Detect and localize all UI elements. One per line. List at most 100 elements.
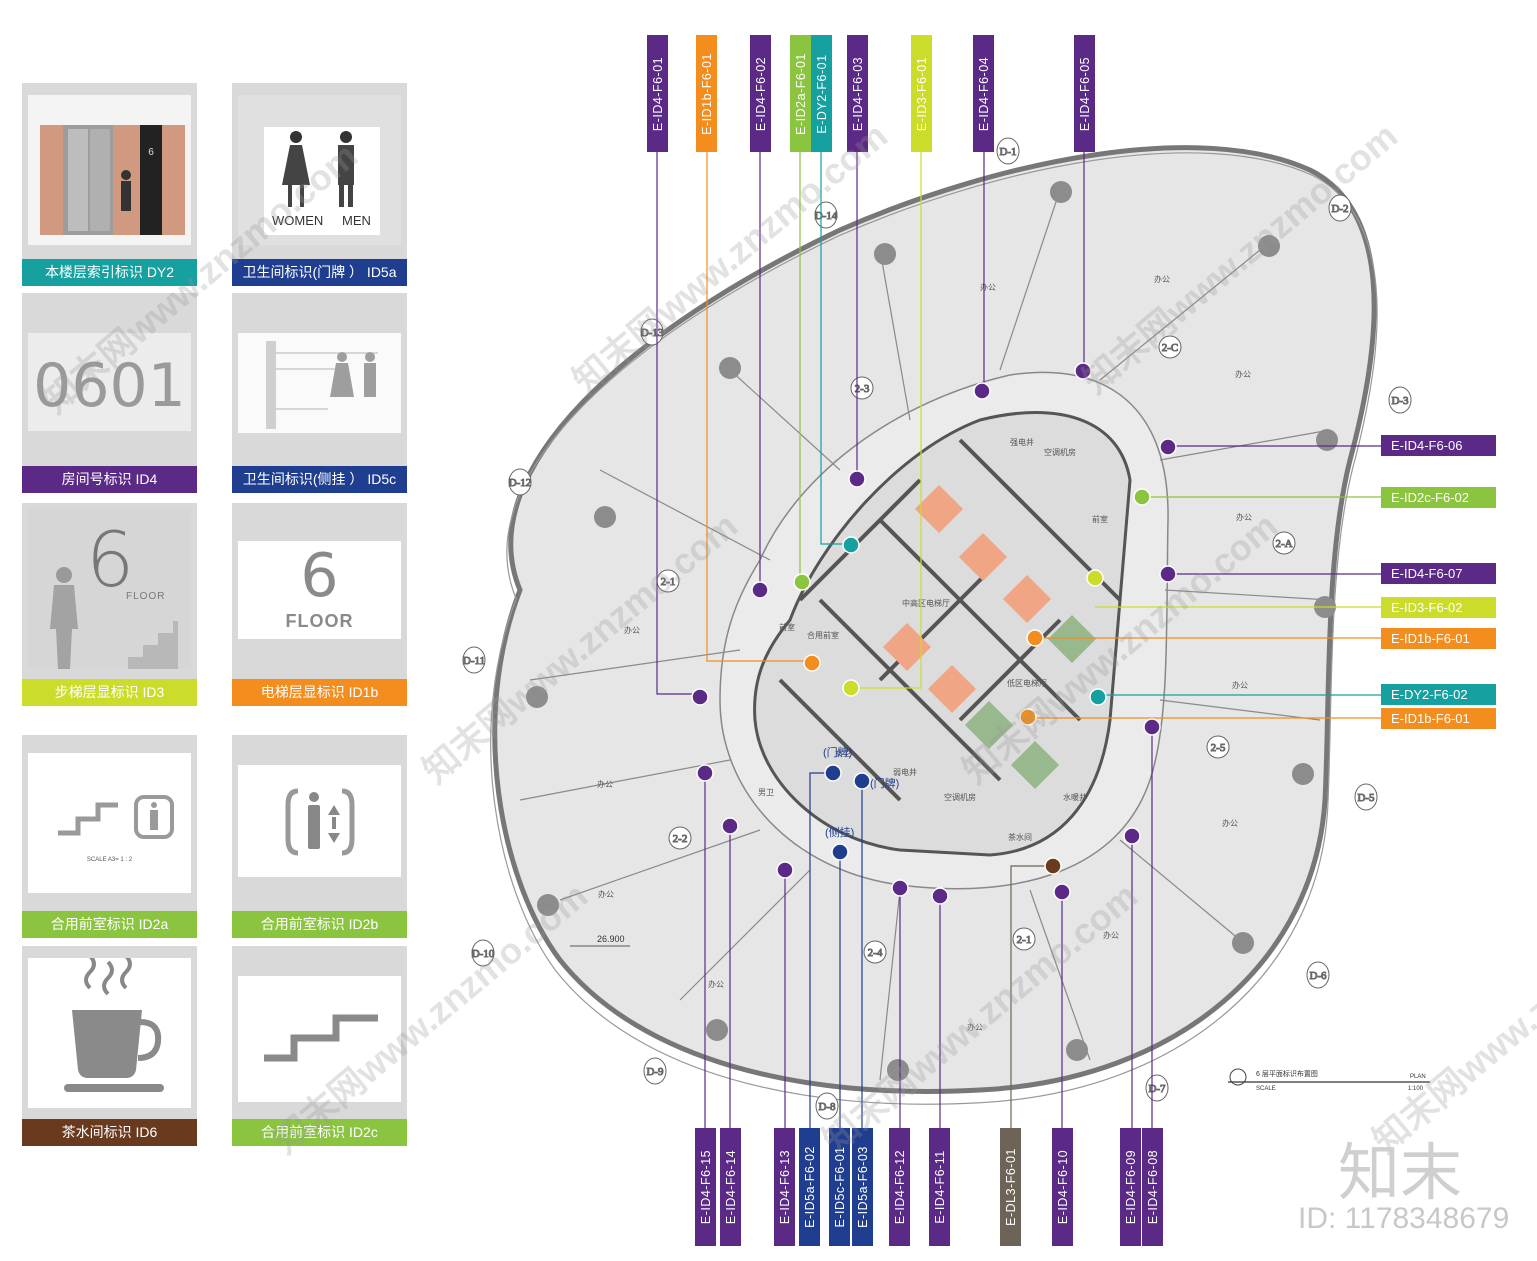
top-tag[interactable]: E-ID4-F6-04 bbox=[973, 35, 994, 152]
top-tag[interactable]: E-ID1b-F6-01 bbox=[696, 35, 717, 152]
legend-card-id4: 0601 房间号标识 ID4 bbox=[22, 293, 197, 493]
room-label: 办公 bbox=[624, 625, 640, 635]
bottom-tag[interactable]: E-ID4-F6-08 bbox=[1142, 1128, 1163, 1246]
bottom-tag[interactable]: E-ID4-F6-15 bbox=[695, 1128, 716, 1246]
room-label: 男卫 bbox=[758, 788, 774, 797]
grid-label: D-8 bbox=[818, 1101, 836, 1113]
grid-label: 2-A bbox=[1275, 538, 1292, 550]
svg-text:6: 6 bbox=[148, 147, 154, 158]
top-tag[interactable]: E-ID3-F6-01 bbox=[911, 35, 932, 152]
bottom-tag[interactable]: E-ID4-F6-11 bbox=[929, 1128, 950, 1246]
floor-directory-icon: 6 bbox=[28, 95, 191, 245]
room-label: 前室 bbox=[779, 622, 795, 632]
elevator-floor-icon: 6 FLOOR bbox=[238, 541, 401, 639]
women-text: WOMEN bbox=[272, 213, 324, 228]
room-label: 办公 bbox=[1222, 818, 1238, 828]
bottom-tag[interactable]: E-ID4-F6-12 bbox=[889, 1128, 910, 1246]
room-label: 办公 bbox=[597, 779, 613, 789]
room-label: 空调机房 bbox=[1044, 447, 1076, 457]
grid-label: D-10 bbox=[472, 948, 495, 960]
room-label: 女卫 bbox=[835, 748, 851, 758]
bottom-tag[interactable]: E-ID5a-F6-02 bbox=[799, 1128, 820, 1246]
legend-caption: 合用前室标识 ID2b bbox=[232, 911, 407, 938]
grid-label: 2-5 bbox=[1211, 742, 1226, 754]
person-arrows-icon bbox=[238, 765, 401, 877]
structural-columns bbox=[526, 181, 1338, 1081]
bottom-tag[interactable]: E-ID5a-F6-03 bbox=[852, 1128, 873, 1246]
legend-card-id2b: 合用前室标识 ID2b bbox=[232, 735, 407, 938]
top-tag[interactable]: E-ID4-F6-03 bbox=[847, 35, 868, 152]
bottom-tag[interactable]: E-DL3-F6-01 bbox=[1000, 1128, 1021, 1246]
top-tag[interactable]: E-ID4-F6-05 bbox=[1074, 35, 1095, 152]
right-tag[interactable]: E-ID3-F6-02 bbox=[1381, 597, 1496, 618]
bottom-tag[interactable]: E-ID5c-F6-01 bbox=[829, 1128, 850, 1246]
top-tag[interactable]: E-ID4-F6-02 bbox=[750, 35, 771, 152]
stairs-icon bbox=[238, 976, 401, 1102]
dimension-label: 26.900 bbox=[597, 934, 625, 944]
room-label: 办公 bbox=[1232, 680, 1248, 690]
elevator-cabs bbox=[882, 484, 1097, 790]
top-tag[interactable]: E-ID4-F6-01 bbox=[647, 35, 668, 152]
room-label: 办公 bbox=[980, 282, 996, 292]
grid-label: 2-4 bbox=[868, 947, 883, 959]
floor-number-text: 6 bbox=[300, 541, 339, 611]
legend-caption: 卫生间标识(侧挂 ） ID5c bbox=[232, 466, 407, 493]
grid-label: D-11 bbox=[463, 655, 485, 667]
right-tag[interactable]: E-DY2-F6-02 bbox=[1381, 684, 1496, 705]
legend-card-id3: 6 FLOOR 步梯层显标识 ID3 bbox=[22, 503, 197, 706]
grid-label: 2-C bbox=[1162, 342, 1179, 354]
room-label: 强电井 bbox=[1010, 437, 1034, 447]
grid-label: D-13 bbox=[641, 327, 664, 339]
brand-id: ID: 1178348679 bbox=[1298, 1202, 1510, 1235]
room-label: 中高区电梯厅 bbox=[902, 598, 950, 608]
scale-word: SCALE bbox=[1256, 1086, 1276, 1092]
legend-card-id2a: SCALE A3= 1 : 2 合用前室标识 ID2a bbox=[22, 735, 197, 938]
grid-label: D-14 bbox=[815, 210, 838, 222]
men-text: MEN bbox=[342, 213, 371, 228]
room-label: 办公 bbox=[1236, 512, 1252, 522]
grid-label: D-12 bbox=[509, 477, 532, 489]
legend-card-id6: 茶水间标识 ID6 bbox=[22, 946, 197, 1146]
plan-word: PLAN bbox=[1410, 1074, 1426, 1080]
stair-person-icon: SCALE A3= 1 : 2 bbox=[28, 753, 191, 893]
room-number-text: 0601 bbox=[33, 351, 186, 421]
grid-label: D-6 bbox=[1309, 970, 1327, 982]
room-label: 低区电梯厅 bbox=[1007, 678, 1047, 688]
bottom-tag[interactable]: E-ID4-F6-13 bbox=[774, 1128, 795, 1246]
right-tag[interactable]: E-ID2c-F6-02 bbox=[1381, 487, 1496, 508]
bottom-tag[interactable]: E-ID4-F6-09 bbox=[1120, 1128, 1141, 1246]
right-tag[interactable]: E-ID4-F6-06 bbox=[1381, 435, 1496, 456]
right-tag[interactable]: E-ID1b-F6-01 bbox=[1381, 628, 1496, 649]
right-tag[interactable]: E-ID4-F6-07 bbox=[1381, 563, 1496, 584]
legend-caption: 合用前室标识 ID2c bbox=[232, 1119, 407, 1146]
room-label: 办公 bbox=[967, 1022, 983, 1032]
bottom-tag[interactable]: E-ID4-F6-14 bbox=[720, 1128, 741, 1246]
grid-label: D-2 bbox=[1331, 203, 1348, 215]
room-number-icon: 0601 bbox=[28, 333, 191, 431]
callout-door-plate: (门牌) bbox=[870, 776, 899, 790]
grid-label: D-1 bbox=[999, 146, 1016, 158]
right-tag[interactable]: E-ID1b-F6-01 bbox=[1381, 708, 1496, 729]
grid-label: D-5 bbox=[1357, 792, 1375, 804]
grid-label: 2-3 bbox=[855, 383, 870, 395]
legend-card-id2c: 合用前室标识 ID2c bbox=[232, 946, 407, 1146]
floor-word-text: FLOOR bbox=[126, 591, 166, 602]
brand-logo: 知末 bbox=[1338, 1136, 1463, 1209]
legend-caption: 步梯层显标识 ID3 bbox=[22, 679, 197, 706]
room-label: 前室 bbox=[1092, 514, 1108, 524]
legend-card-dy2: 6 本楼层索引标识 DY2 bbox=[22, 83, 197, 286]
top-tag[interactable]: E-ID2a-F6-01 bbox=[790, 35, 811, 152]
restroom-side-icon bbox=[238, 333, 401, 433]
grid-label: D-3 bbox=[1391, 395, 1409, 407]
room-label: 弱电井 bbox=[893, 767, 917, 777]
legend-caption: 电梯层显标识 ID1b bbox=[232, 679, 407, 706]
legend-caption: 卫生间标识(门牌 ） ID5a bbox=[232, 259, 407, 286]
legend-caption: 房间号标识 ID4 bbox=[22, 466, 197, 493]
top-tag[interactable]: E-DY2-F6-01 bbox=[811, 35, 832, 152]
drawing-title: 6 层平面标识布置图 bbox=[1256, 1069, 1318, 1078]
scale-value: 1:100 bbox=[1408, 1086, 1424, 1092]
bottom-tag[interactable]: E-ID4-F6-10 bbox=[1052, 1128, 1073, 1246]
legend-card-id5c: 卫生间标识(侧挂 ） ID5c bbox=[232, 293, 407, 493]
room-label: 茶水间 bbox=[1008, 832, 1032, 842]
